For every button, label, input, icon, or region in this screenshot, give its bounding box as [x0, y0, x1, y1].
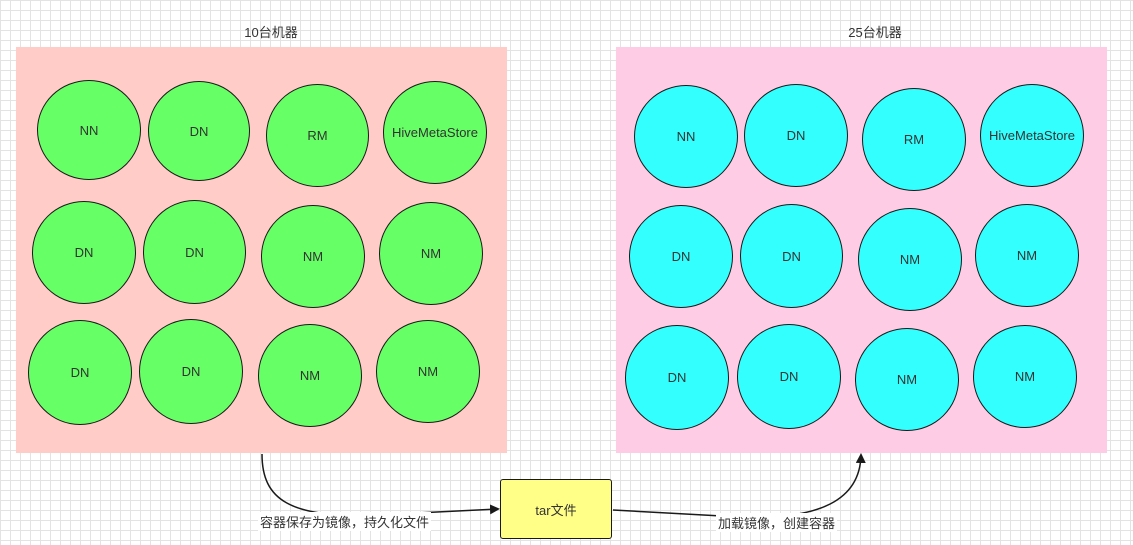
save-arrow-label: 容器保存为镜像，持久化文件 — [258, 512, 432, 531]
left-node-dn: DN — [148, 81, 250, 181]
right-node-rm: RM — [862, 88, 966, 191]
right-node-dn: DN — [629, 205, 733, 308]
save-arrow — [261, 453, 500, 517]
right-node-nm: NM — [973, 325, 1077, 428]
right-node-hivemetastore: HiveMetaStore — [980, 84, 1084, 187]
left-node-rm: RM — [266, 84, 369, 187]
right-node-nn: NN — [634, 85, 738, 188]
right-node-dn: DN — [744, 84, 848, 187]
right-group-label: 25台机器 — [848, 25, 902, 40]
right-node-dn: DN — [737, 324, 841, 429]
left-node-nn: NN — [37, 80, 141, 180]
left-node-nm: NM — [379, 202, 483, 305]
right-node-nm: NM — [975, 204, 1079, 307]
left-node-dn: DN — [32, 201, 136, 304]
right-node-dn: DN — [625, 325, 729, 430]
left-node-nm: NM — [258, 324, 362, 427]
tar-file-label: tar文件 — [535, 502, 577, 518]
left-node-dn: DN — [28, 320, 132, 425]
load-arrow — [612, 453, 866, 519]
left-node-nm: NM — [376, 320, 480, 423]
left-node-hivemetastore: HiveMetaStore — [383, 81, 487, 184]
load-arrow-label: 加载镜像，创建容器 — [716, 513, 838, 532]
right-node-nm: NM — [858, 208, 962, 311]
left-node-nm: NM — [261, 205, 365, 308]
left-node-dn: DN — [139, 319, 243, 424]
right-node-nm: NM — [855, 328, 959, 431]
tar-file-box: tar文件 — [500, 479, 612, 539]
left-node-dn: DN — [143, 200, 246, 304]
right-node-dn: DN — [740, 204, 843, 308]
left-group-label: 10台机器 — [244, 25, 298, 40]
